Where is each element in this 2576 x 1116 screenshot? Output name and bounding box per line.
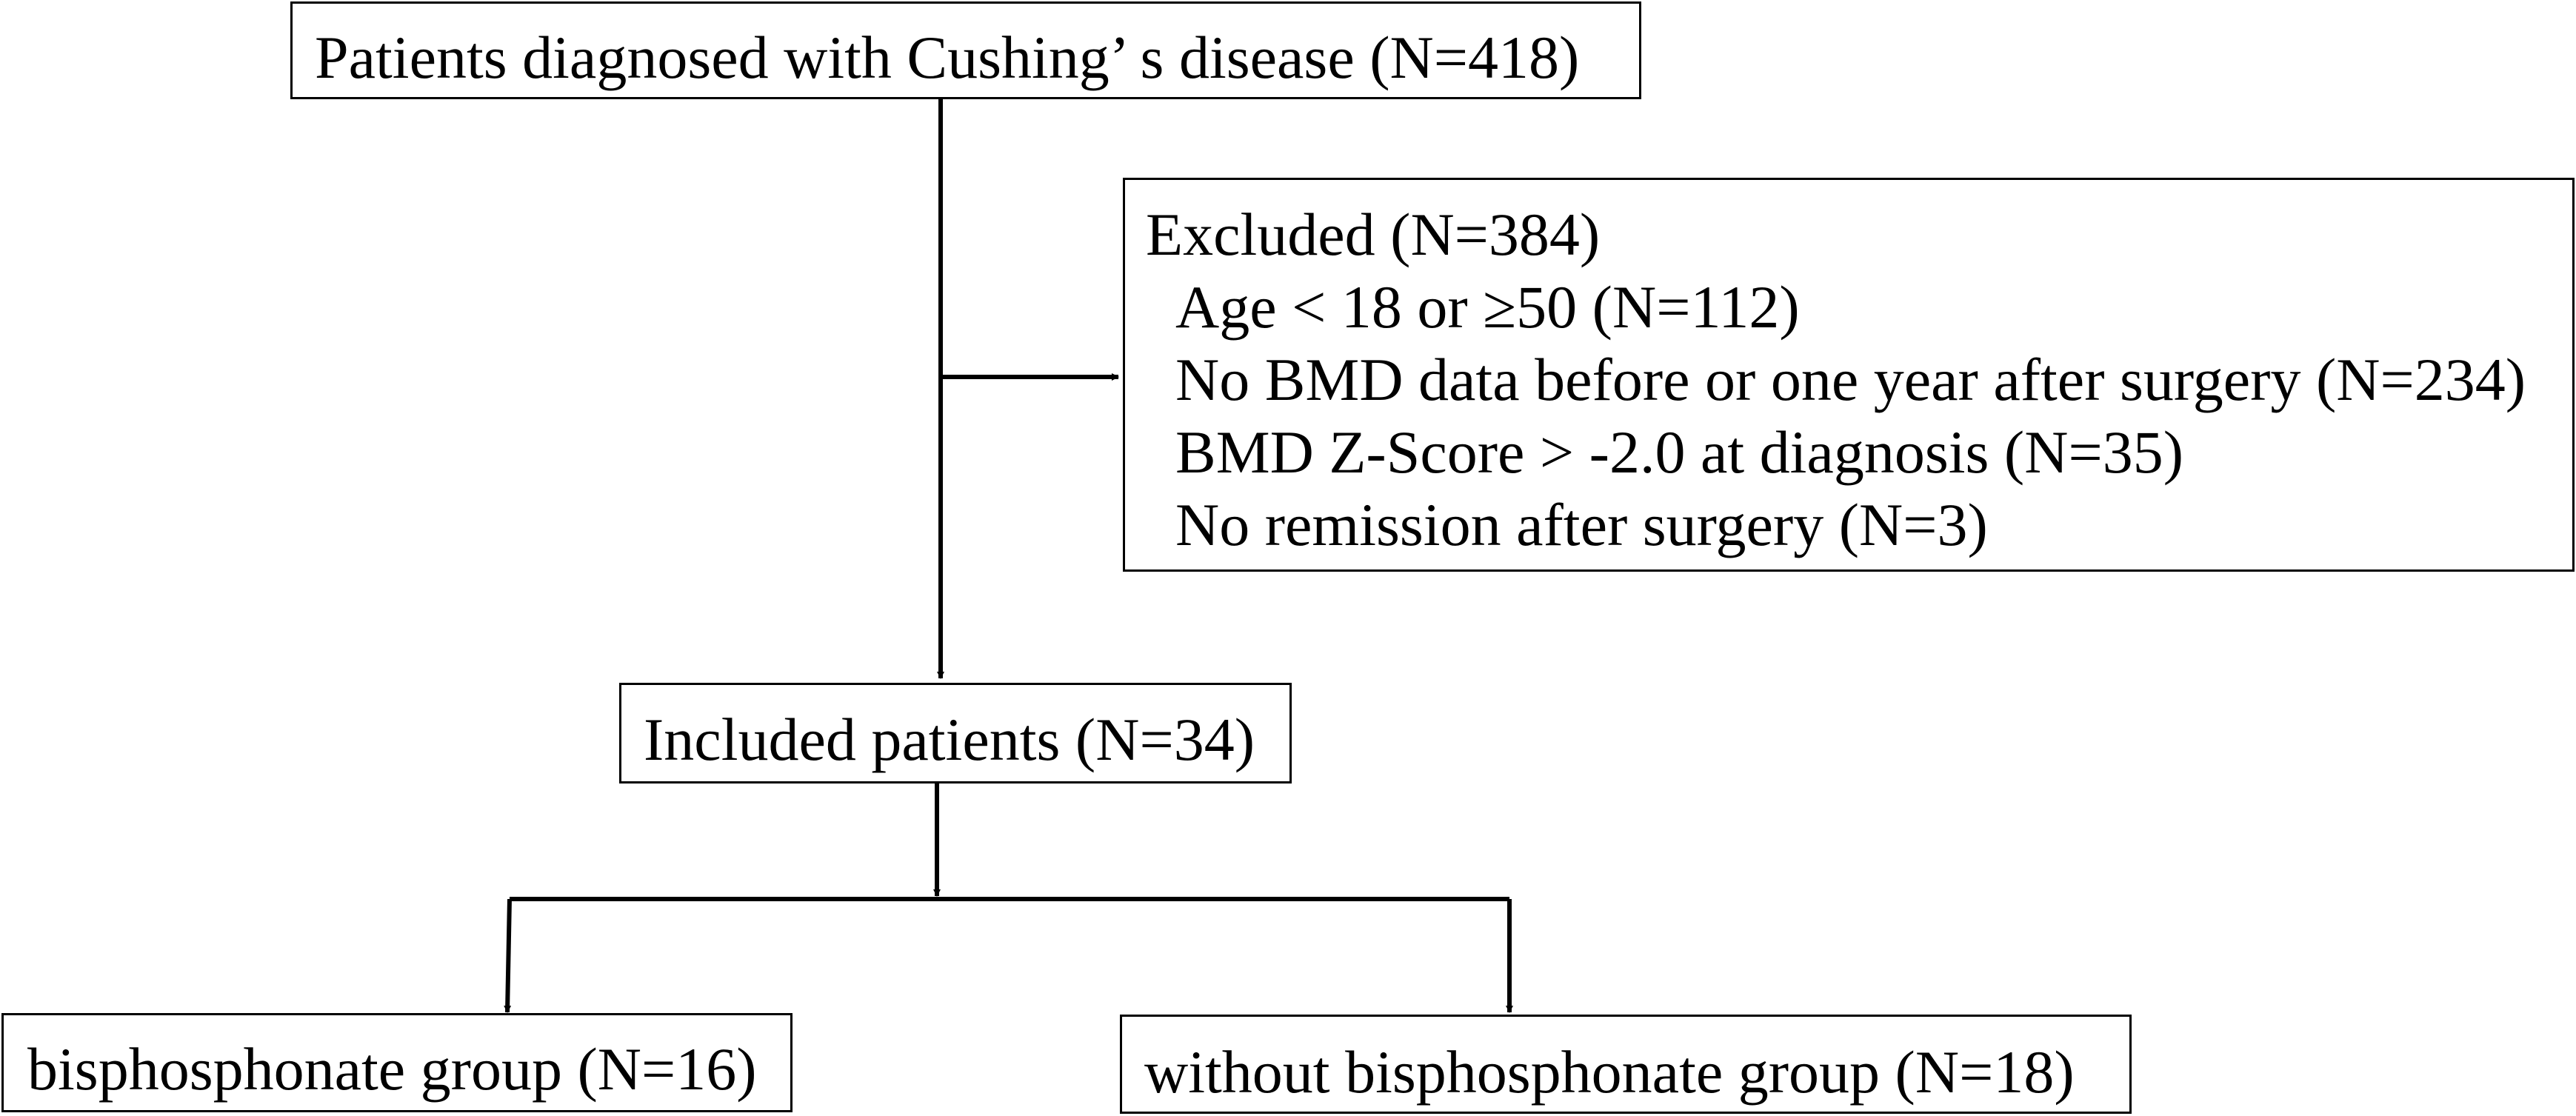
start-box: Patients diagnosed with Cushing’ s disea… [290,1,1641,99]
bisphosphonate-group-label: bisphosphonate group (N=16) [27,1035,757,1103]
excluded-reason-age: Age < 18 or ≥50 (N=112) [1175,273,1800,341]
included-box-label: Included patients (N=34) [644,706,1255,773]
excluded-box: Excluded (N=384) Age < 18 or ≥50 (N=112)… [1123,178,2575,572]
excluded-reason-no-remission: No remission after surgery (N=3) [1175,491,1988,558]
without-bisphosphonate-group-label: without bisphosphonate group (N=18) [1144,1038,2075,1106]
bisphosphonate-group-box: bisphosphonate group (N=16) [1,1013,793,1112]
excluded-title: Excluded (N=384) [1146,201,1601,268]
excluded-reason-zscore: BMD Z-Score > -2.0 at diagnosis (N=35) [1175,418,2184,486]
excluded-reason-no-bmd: No BMD data before or one year after sur… [1175,346,2526,413]
included-box: Included patients (N=34) [619,683,1292,783]
arrow-to-bisphosphonate-group [504,898,512,1013]
without-bisphosphonate-group-box: without bisphosphonate group (N=18) [1120,1015,2132,1114]
start-box-label: Patients diagnosed with Cushing’ s disea… [315,24,1580,91]
